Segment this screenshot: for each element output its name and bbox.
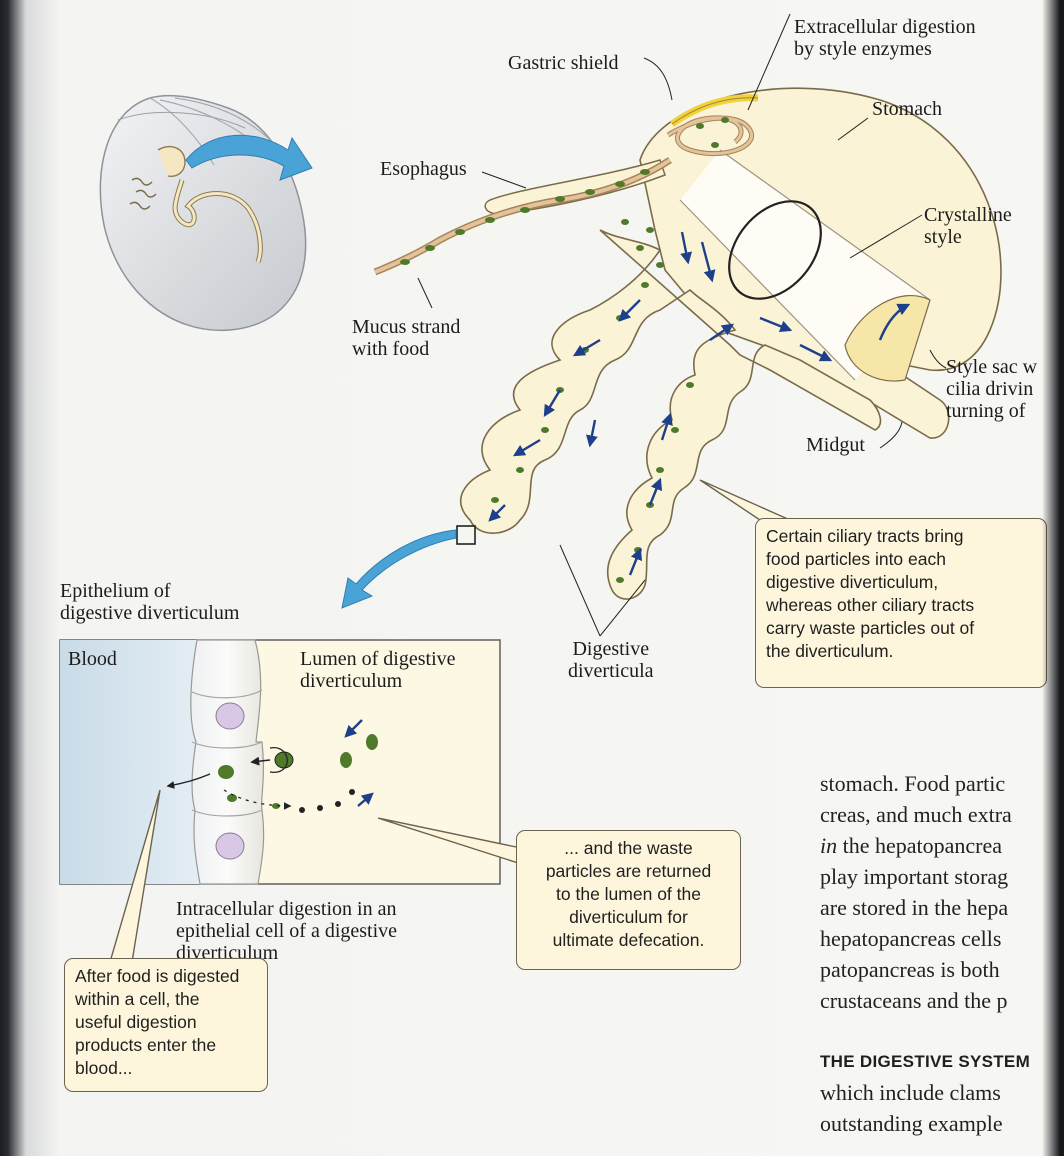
label-stomach: Stomach xyxy=(872,98,942,120)
inset-arrow xyxy=(342,530,456,608)
body-text-column: stomach. Food partic creas, and much ext… xyxy=(808,760,1044,1156)
body-line: creas, and much extra xyxy=(820,799,1012,831)
inset-location-marker xyxy=(457,526,475,544)
label-epithelium: Epithelium of digestive diverticulum xyxy=(60,580,239,624)
label-midgut: Midgut xyxy=(806,434,865,456)
label-lumen: Lumen of digestive diverticulum xyxy=(300,648,456,692)
ciliary-callout-pointer xyxy=(700,480,790,520)
page-edge-shadow xyxy=(1042,0,1064,1156)
label-blood: Blood xyxy=(68,648,117,670)
label-crystalline-style: Crystalline style xyxy=(924,204,1012,248)
body-line: in the hepatopancrea xyxy=(820,830,1002,862)
body-line: outstanding example xyxy=(820,1108,1003,1140)
esophagus-tube xyxy=(485,160,665,214)
body-line: are stored in the hepa xyxy=(820,892,1008,924)
callout-waste-particles: ... and the waste particles are returned… xyxy=(516,830,741,970)
body-line: which include clams xyxy=(820,1077,1001,1109)
label-style-sac: Style sac w cilia drivin turning of xyxy=(946,356,1037,422)
label-digestive-diverticula: Digestive diverticula xyxy=(568,638,654,682)
callout-ciliary-tracts: Certain ciliary tracts bring food partic… xyxy=(755,518,1047,688)
label-esophagus: Esophagus xyxy=(380,158,467,180)
clam-shell-icon xyxy=(100,96,305,331)
callout-food-digested: After food is digested within a cell, th… xyxy=(64,958,268,1092)
label-gastric-shield: Gastric shield xyxy=(508,52,619,74)
section-heading: THE DIGESTIVE SYSTEM xyxy=(820,1052,1030,1072)
body-line: play important storag xyxy=(820,861,1008,893)
body-line: patopancreas is both xyxy=(820,954,1000,986)
italic-word: in xyxy=(820,833,837,858)
label-extracellular-digestion: Extracellular digestion by style enzymes xyxy=(794,16,976,60)
body-line: crustaceans and the p xyxy=(820,985,1008,1017)
body-line: stomach. Food partic xyxy=(820,768,1005,800)
label-mucus-strand: Mucus strand with food xyxy=(352,316,460,360)
body-line: hepatopancreas cells xyxy=(820,923,1001,955)
inset-caption: Intracellular digestion in an epithelial… xyxy=(176,898,397,964)
